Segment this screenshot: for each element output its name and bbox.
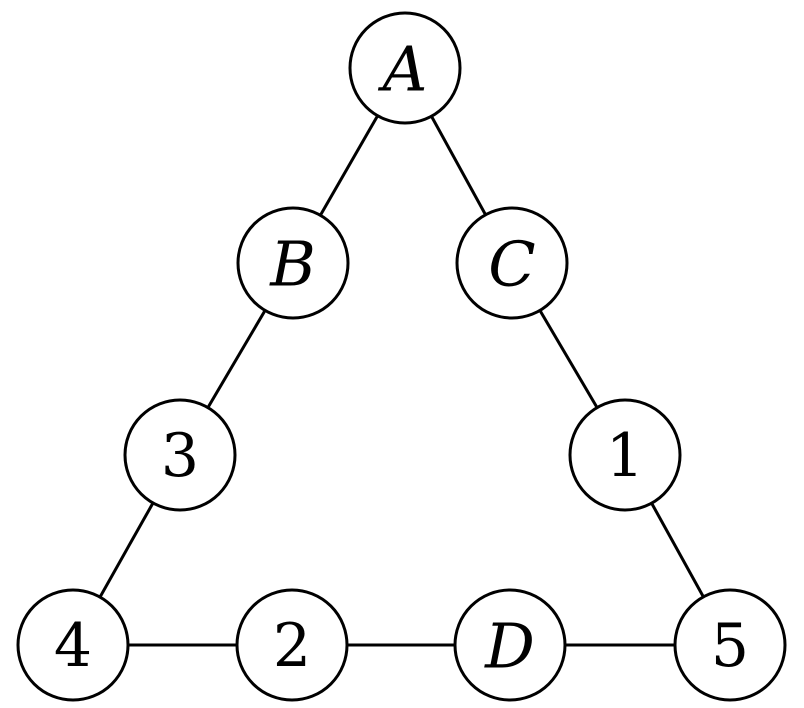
node-label-2: 2	[273, 611, 311, 681]
graph-node-5[interactable]: 5	[673, 588, 787, 702]
graph-edge-1-5	[650, 502, 705, 598]
graph-edge-B-3	[206, 309, 267, 409]
node-label-1: 1	[606, 421, 644, 491]
graph-node-C[interactable]: C	[455, 206, 569, 320]
node-circle-A[interactable]	[348, 11, 462, 125]
node-label-4: 4	[54, 611, 92, 681]
node-circle-4[interactable]	[16, 588, 130, 702]
node-label-3: 3	[161, 421, 199, 491]
node-circle-1[interactable]	[568, 398, 682, 512]
node-label-A: A	[378, 33, 428, 106]
node-circle-3[interactable]	[123, 398, 237, 512]
graph-node-D[interactable]: D	[453, 588, 567, 702]
graph-edge-A-B	[319, 114, 379, 217]
graph-edge-A-C	[430, 115, 487, 216]
graph-edge-C-1	[538, 309, 599, 409]
node-layer: A B C 3 1 4 2 D 5	[16, 11, 787, 702]
node-circle-B[interactable]	[236, 206, 350, 320]
graph-node-B[interactable]: B	[236, 206, 350, 320]
node-label-C: C	[488, 228, 535, 301]
graph-node-2[interactable]: 2	[235, 588, 349, 702]
node-circle-5[interactable]	[673, 588, 787, 702]
node-circle-C[interactable]	[455, 206, 569, 320]
node-label-D: D	[484, 610, 535, 683]
graph-node-4[interactable]: 4	[16, 588, 130, 702]
graph-node-A[interactable]: A	[348, 11, 462, 125]
graph-node-3[interactable]: 3	[123, 398, 237, 512]
node-circle-D[interactable]	[453, 588, 567, 702]
graph-edge-3-4	[98, 502, 155, 598]
node-label-B: B	[269, 228, 316, 301]
graph-node-1[interactable]: 1	[568, 398, 682, 512]
edge-layer	[98, 114, 705, 647]
node-circle-2[interactable]	[235, 588, 349, 702]
node-label-5: 5	[711, 611, 749, 681]
